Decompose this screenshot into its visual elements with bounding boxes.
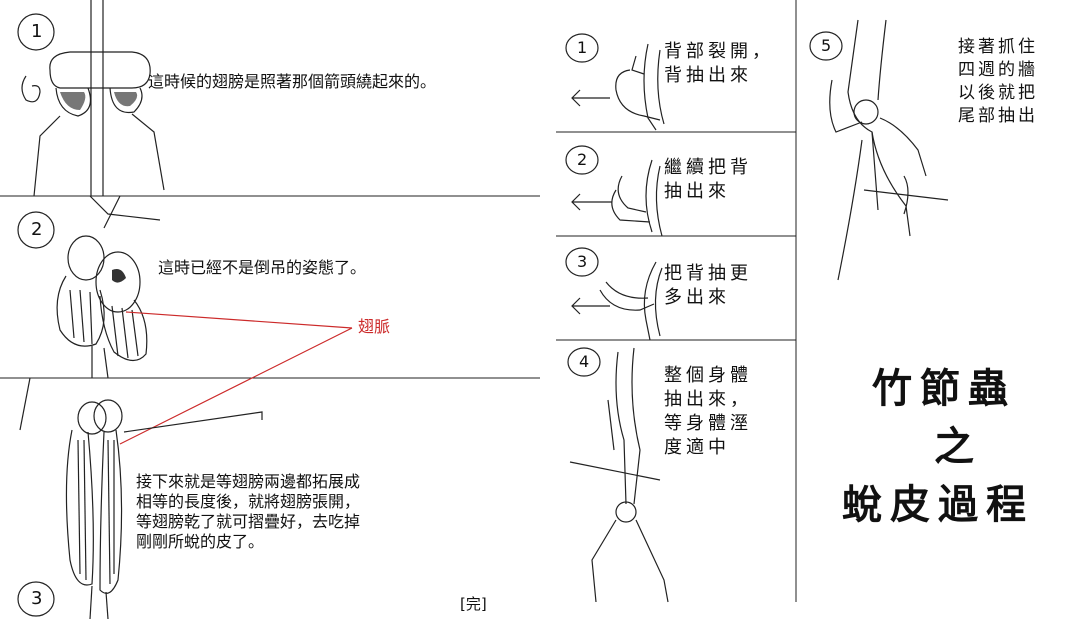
step-line: 整個身體 (664, 365, 752, 386)
step-line: 尾部抽出 (958, 106, 1038, 126)
step-number: 2 (577, 150, 588, 169)
step3-line: 接下來就是等翅膀兩邊都拓展成 (136, 472, 361, 491)
step2-text: 這時已經不是倒吊的姿態了。 (158, 258, 367, 277)
step-number: 1 (31, 21, 43, 42)
step-number: 1 (577, 38, 588, 57)
right-step-4-text: 整個身體 抽出來， 等身體溼 度適中 (664, 364, 752, 460)
step-line: 以後就把 (958, 83, 1038, 103)
step-circle (17, 13, 55, 51)
step-line: 把背抽更 (664, 263, 752, 284)
step3-text: 接下來就是等翅膀兩邊都拓展成 相等的長度後，就將翅膀張開， 等翅膀乾了就可摺疊好… (136, 472, 360, 552)
left-drawing (0, 0, 540, 619)
step-line: 等身體溼 (664, 413, 752, 434)
step3-line: 剛剛所蛻的皮了。 (136, 532, 265, 551)
step3-line: 相等的長度後，就將翅膀張開， (136, 492, 361, 511)
step-number: 5 (821, 36, 832, 55)
step3-line: 等翅膀乾了就可摺疊好，去吃掉 (136, 512, 361, 531)
step-number: 2 (31, 219, 43, 240)
step-line: 度適中 (664, 437, 730, 458)
end-mark: [完] (460, 595, 487, 613)
title-line-3: 蛻皮過程 (842, 482, 1034, 528)
step-number: 3 (577, 252, 588, 271)
right-step-2-text: 繼續把背 抽出來 (664, 156, 752, 204)
step-number: 4 (579, 352, 590, 371)
title-line-2: 之 (934, 424, 982, 470)
step-number: 3 (31, 588, 43, 609)
step1-text: 這時候的翅膀是照著那個箭頭繞起來的。 (148, 72, 437, 91)
step-line: 背部裂開， (664, 41, 774, 62)
step-line: 四週的牆 (958, 60, 1038, 80)
right-step-3-text: 把背抽更 多出來 (664, 262, 752, 310)
step-line: 接著抓住 (958, 37, 1038, 57)
step-line: 多出來 (664, 287, 730, 308)
right-step-1-text: 背部裂開， 背抽出來 (664, 40, 774, 88)
step-line: 背抽出來 (664, 65, 752, 86)
step-circle (17, 211, 55, 249)
wing-vein-label: 翅脈 (358, 317, 391, 336)
step-line: 繼續把背 (664, 157, 752, 178)
step-line: 抽出來， (664, 389, 752, 410)
step-line: 抽出來 (664, 181, 730, 202)
right-step-5-text: 接著抓住 四週的牆 以後就把 尾部抽出 (958, 36, 1038, 128)
title-line-1: 竹節蟲 (872, 366, 1016, 412)
step-circle (17, 581, 55, 617)
